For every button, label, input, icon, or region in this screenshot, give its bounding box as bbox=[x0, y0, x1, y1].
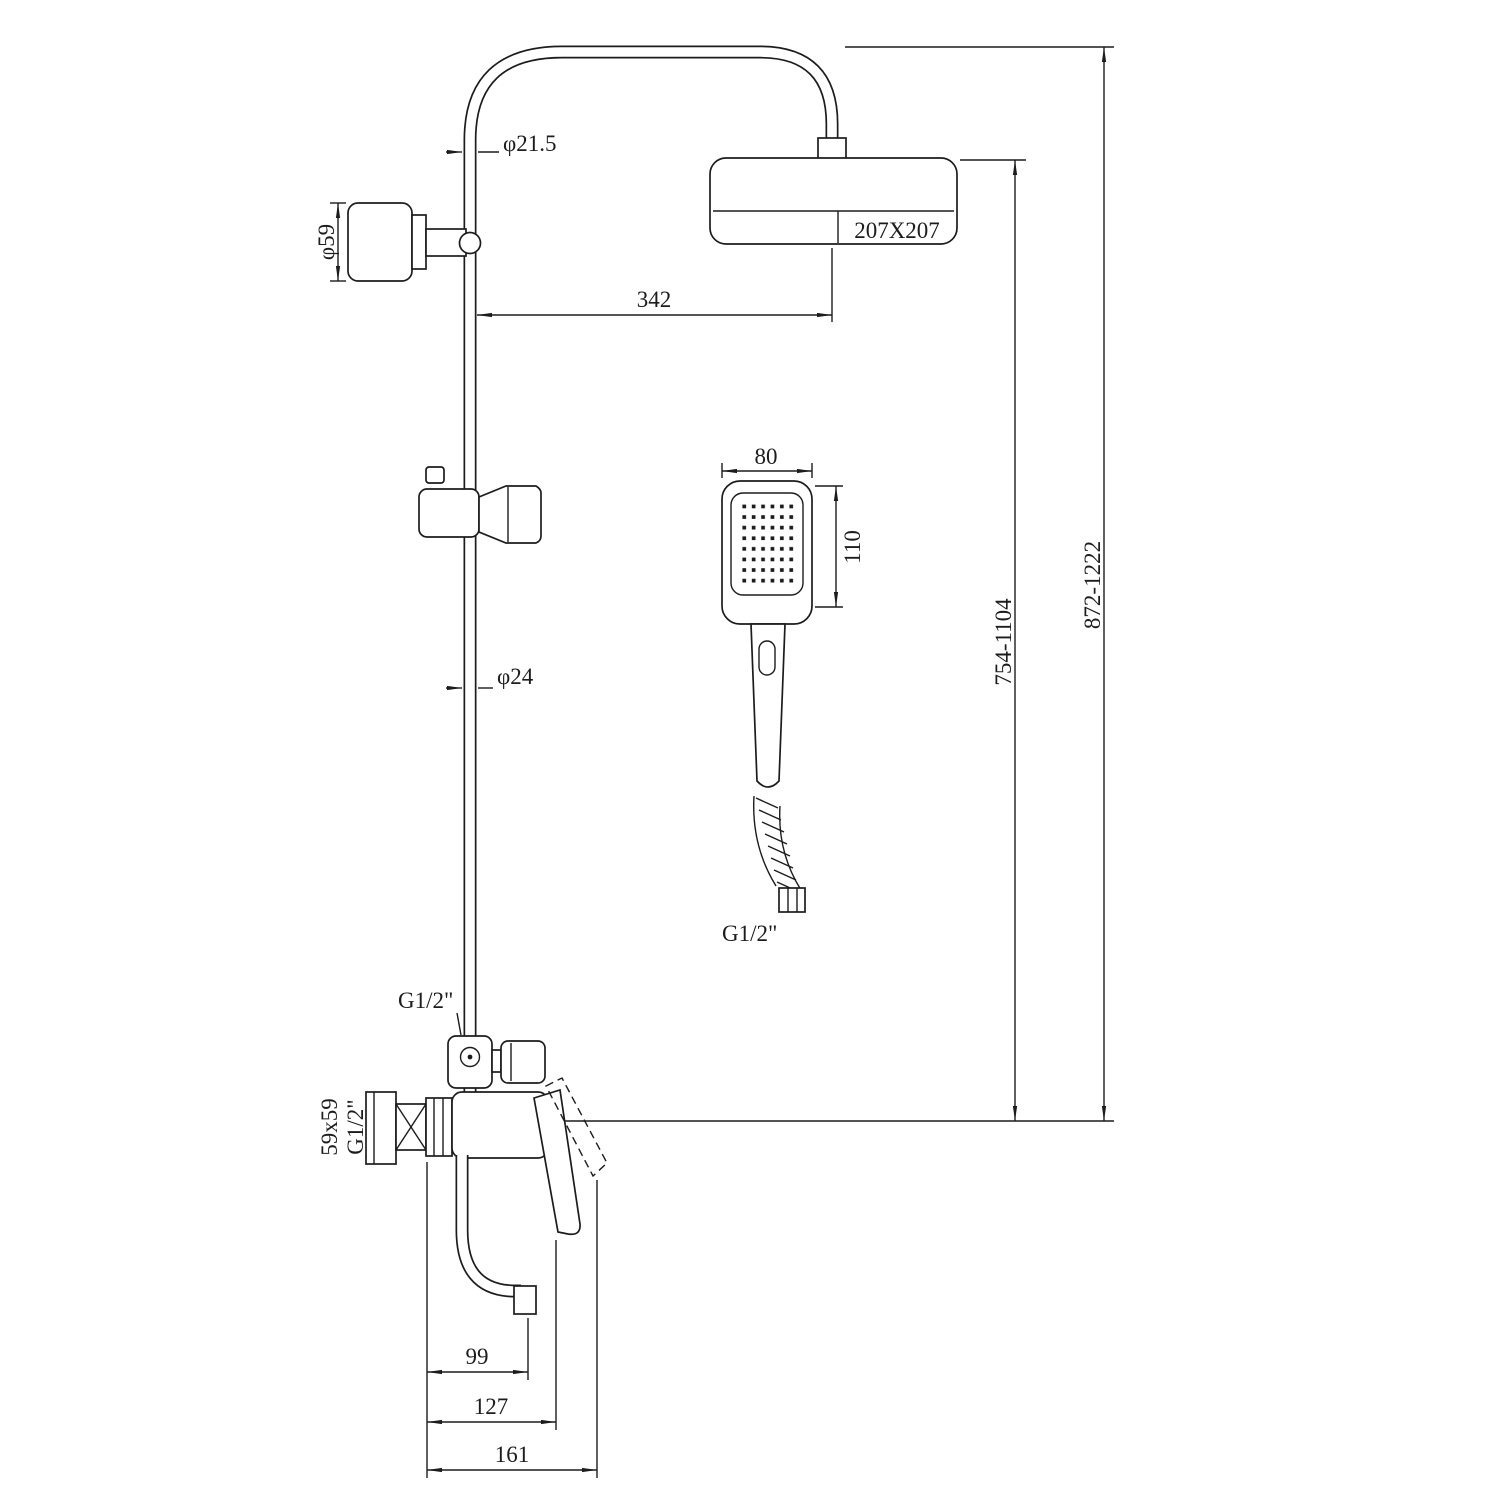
shower-hose bbox=[752, 795, 806, 913]
dim-handshower-height: 110 bbox=[815, 485, 865, 608]
riser-top-diameter-label: φ21.5 bbox=[503, 131, 557, 156]
dim-riser-top-diameter: φ21.5 bbox=[446, 131, 557, 156]
dim-wall-bracket-diameter: φ59 bbox=[314, 202, 346, 282]
slider-bracket bbox=[418, 466, 542, 544]
hand-shower: G1/2" bbox=[721, 480, 813, 946]
mixer-body bbox=[451, 1091, 549, 1159]
dim-bottom-extensions bbox=[426, 1162, 598, 1478]
mixer-handle bbox=[533, 1088, 581, 1236]
spout-outlet bbox=[513, 1285, 537, 1315]
handle-button bbox=[758, 640, 776, 676]
wall-escutcheon bbox=[365, 1091, 397, 1165]
dim-spout-99: 99 bbox=[427, 1344, 528, 1375]
tub-spout bbox=[455, 1155, 537, 1315]
hand-shower-handle bbox=[750, 623, 786, 788]
connection-nut bbox=[425, 1097, 453, 1157]
diverter-valve: G1/2" bbox=[398, 988, 546, 1089]
escutcheon-thread-label: G1/2" bbox=[343, 1099, 368, 1154]
wall-bracket bbox=[347, 202, 482, 282]
diverter-knob bbox=[500, 1040, 546, 1084]
head-size-label: 207X207 bbox=[854, 218, 940, 243]
head-offset-label: 342 bbox=[637, 287, 672, 312]
riser-diameter-label: φ24 bbox=[497, 664, 534, 689]
head-connector bbox=[817, 137, 847, 161]
riser-pipe-and-gooseneck bbox=[463, 45, 839, 1100]
handshower-height-label: 110 bbox=[840, 530, 865, 564]
escutcheon-size-label: 59x59 bbox=[317, 1098, 342, 1156]
wall-bracket-diameter-label: φ59 bbox=[314, 224, 339, 260]
hose-nut bbox=[778, 887, 806, 913]
bracket-pivot bbox=[458, 231, 482, 255]
dim-height-overall: 872-1222 bbox=[560, 46, 1114, 1122]
dim-height-inner: 754-1104 bbox=[960, 159, 1026, 1121]
hose-thread-label: G1/2" bbox=[722, 921, 777, 946]
dim-spout-161: 161 bbox=[427, 1442, 597, 1473]
dim-spout-127: 127 bbox=[427, 1394, 556, 1425]
dim-head-offset: 342 bbox=[477, 248, 833, 322]
dim-riser-diameter: φ24 bbox=[446, 664, 534, 691]
mixer-valve: 59x59 G1/2" bbox=[317, 1077, 608, 1236]
spout-dim-161-label: 161 bbox=[495, 1442, 530, 1467]
overhead-shower-head: 207X207 bbox=[709, 137, 958, 245]
spout-dim-127-label: 127 bbox=[474, 1394, 509, 1419]
spray-nozzles bbox=[740, 502, 796, 588]
height-overall-label: 872-1222 bbox=[1080, 541, 1105, 629]
dim-handshower-width: 80 bbox=[721, 444, 813, 478]
diverter-thread-label: G1/2" bbox=[398, 988, 453, 1013]
height-inner-label: 754-1104 bbox=[991, 598, 1016, 686]
handshower-width-label: 80 bbox=[755, 444, 778, 469]
spout-dim-99-label: 99 bbox=[466, 1344, 489, 1369]
